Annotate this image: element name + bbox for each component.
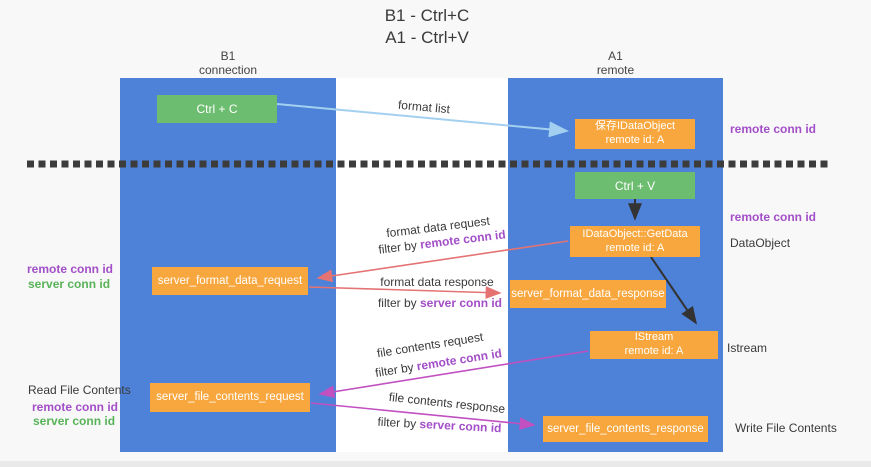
label-write-file-contents: Write File Contents [735, 421, 837, 435]
node-server-file-contents-response-label: server_file_contents_response [547, 422, 704, 435]
lane-b1-name: B1 [220, 49, 236, 63]
label-filter-by-server-1: filter by server conn id [350, 296, 530, 310]
label-format-data-response: format data response [380, 275, 494, 289]
lane-header-a1: A1 remote [508, 49, 723, 78]
node-ctrl-v: Ctrl + V [575, 172, 695, 199]
label-remote-conn-id-mid-right: remote conn id [730, 210, 817, 224]
node-server-format-data-response-label: server_format_data_response [511, 287, 665, 300]
node-server-format-data-request-label: server_format_data_request [157, 274, 303, 287]
filter-by-text: filter by [377, 296, 420, 310]
node-ctrl-c: Ctrl + C [157, 95, 277, 123]
node-getdata-line1: IDataObject::GetData [582, 227, 688, 240]
label-server-conn-id-left-bottom: server conn id [33, 414, 116, 428]
lane-a1-name: A1 [608, 49, 623, 63]
node-save-dataobject-line1: 保存IDataObject [594, 120, 676, 133]
node-istream-line1: IStream [634, 331, 674, 344]
title-line-1: B1 - Ctrl+C [384, 6, 470, 25]
lane-header-b1: B1 connection [120, 49, 336, 78]
label-remote-conn-id-left-mid: remote conn id [27, 262, 114, 276]
node-server-format-data-request: server_format_data_request [152, 267, 308, 295]
node-istream-line2: remote id: A [624, 345, 684, 357]
filter-by-text: filter by [377, 414, 420, 431]
node-getdata-line2: remote id: A [605, 241, 665, 254]
node-server-file-contents-request: server_file_contents_request [150, 383, 310, 412]
node-server-format-data-response: server_format_data_response [510, 280, 666, 308]
label-server-conn-id-left-mid: server conn id [28, 277, 111, 291]
lane-b1-subtitle: connection [198, 63, 258, 78]
node-getdata: IDataObject::GetData remote id: A [570, 226, 700, 257]
node-server-file-contents-request-label: server_file_contents_request [156, 391, 304, 404]
bottom-edge-strip [0, 461, 871, 467]
node-save-dataobject: 保存IDataObject remote id: A [575, 119, 695, 149]
lane-a1-subtitle: remote [596, 63, 635, 78]
diagram-title: B1 - Ctrl+C A1 - Ctrl+V [0, 5, 854, 49]
server-conn-id-highlight: server conn id [419, 296, 503, 310]
label-remote-conn-id-left-bottom: remote conn id [32, 400, 119, 414]
node-istream: IStream remote id: A [590, 331, 718, 359]
label-remote-conn-id-top-right: remote conn id [730, 122, 817, 136]
node-ctrl-c-label: Ctrl + C [196, 102, 238, 116]
node-server-file-contents-response: server_file_contents_response [543, 416, 708, 442]
label-read-file-contents: Read File Contents [28, 383, 131, 397]
node-ctrl-v-label: Ctrl + V [614, 178, 656, 193]
label-istream: Istream [727, 341, 768, 355]
label-dataobject: DataObject [730, 236, 791, 250]
node-save-dataobject-line2: remote id: A [605, 134, 665, 146]
title-line-2: A1 - Ctrl+V [385, 28, 469, 48]
